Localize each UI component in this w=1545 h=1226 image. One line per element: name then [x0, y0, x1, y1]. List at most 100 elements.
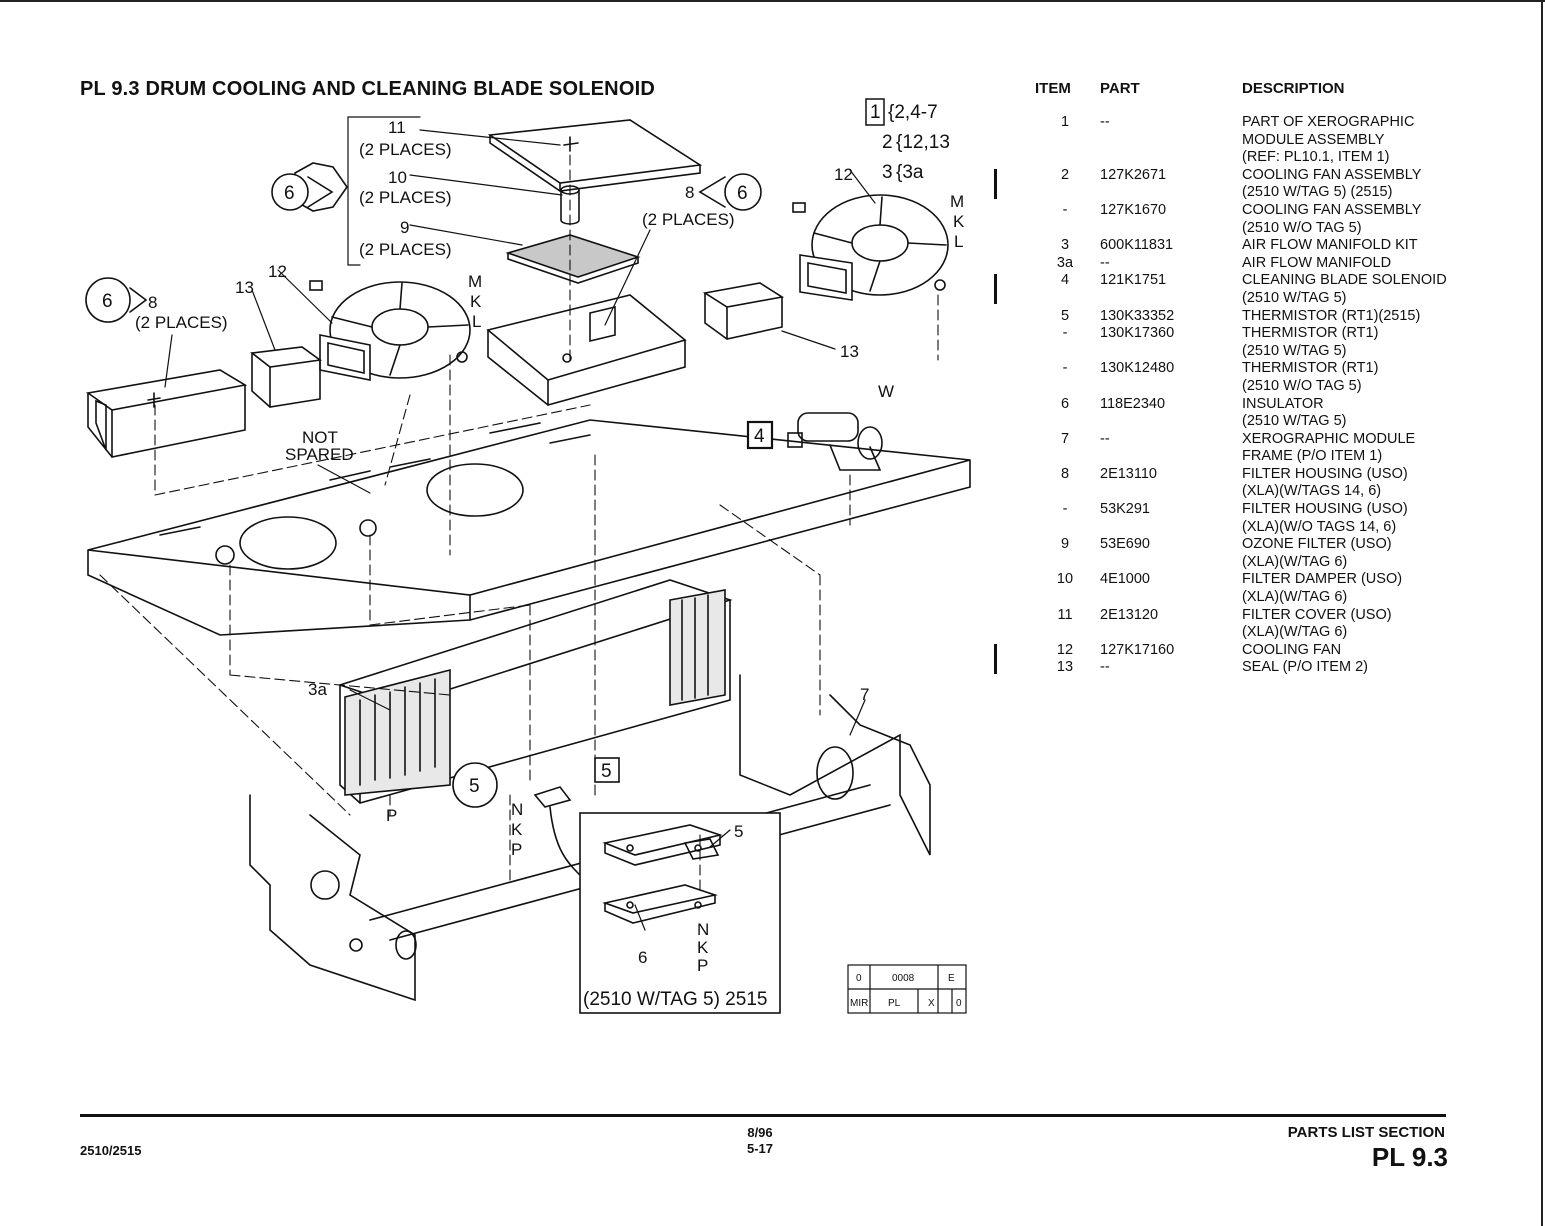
label-not: NOT: [302, 428, 338, 447]
label-8-right: 8: [685, 183, 694, 202]
air-flow-manifold-part: [337, 579, 733, 804]
page-border-right: [1541, 0, 1543, 1226]
rev-cell: E: [948, 973, 955, 984]
parts-number-cell: 127K1670: [1100, 201, 1167, 218]
description-line: COOLING FAN ASSEMBLY: [1242, 201, 1422, 218]
label-3a: 3a: [308, 680, 327, 699]
label-10-places: (2 PLACES): [359, 188, 452, 207]
parts-number-cell: --: [1100, 430, 1110, 447]
parts-item-cell: 3a: [1056, 254, 1074, 271]
parts-number-cell: 53E690: [1100, 536, 1150, 553]
parts-number-cell: 2E13120: [1100, 606, 1159, 623]
parts-number-cell: 130K12480: [1100, 360, 1175, 377]
revision-bar: [994, 274, 997, 305]
description-line: (XLA)(W/TAG 6): [1242, 589, 1348, 606]
description-line: (2510 W/TAG 5): [1242, 342, 1347, 359]
description-line: (2510 W/TAG 5) (2515): [1242, 184, 1393, 201]
parts-item-cell: 10: [1056, 571, 1074, 588]
label-12-right: 12: [834, 165, 853, 184]
parts-description-cell: COOLING FAN ASSEMBLY(2510 W/O TAG 5): [1242, 202, 1510, 237]
header-item: ITEM: [1035, 80, 1071, 97]
rev-cell: 0: [956, 998, 962, 1009]
tag-3-ref: {3a: [896, 162, 924, 183]
header-description: DESCRIPTION: [1242, 80, 1345, 97]
description-line: FRAME (P/O ITEM 1): [1242, 448, 1383, 465]
description-line: (XLA)(W/O TAGS 14, 6): [1242, 518, 1397, 535]
tag-6-a: 6: [284, 183, 295, 204]
rev-cell: MIR: [850, 998, 868, 1009]
description-line: THERMISTOR (RT1): [1242, 360, 1379, 377]
parts-table-header: ITEM PART DESCRIPTION: [1030, 80, 1510, 114]
cooling-fan-right-part: [792, 194, 949, 301]
parts-description-cell: THERMISTOR (RT1)(2515): [1242, 308, 1510, 326]
label-8-left-places: (2 PLACES): [135, 313, 228, 332]
base-plate-part: [87, 419, 971, 636]
tag-shapes: [85, 98, 885, 808]
description-line: (2510 W/TAG 5): [1242, 289, 1347, 306]
parts-number-cell: 4E1000: [1100, 571, 1150, 588]
parts-description-cell: AIR FLOW MANIFOLD KIT: [1242, 237, 1510, 255]
revision-bar: [994, 168, 997, 199]
parts-description-cell: SEAL (P/O ITEM 2): [1242, 659, 1510, 677]
label-6: 6: [638, 948, 647, 967]
footer-section: PARTS LIST SECTION: [1287, 1124, 1445, 1141]
description-line: INSULATOR: [1242, 395, 1324, 412]
parts-item-cell: -: [1062, 360, 1068, 377]
label-n-mid: N: [511, 800, 523, 819]
parts-description-cell: INSULATOR(2510 W/TAG 5): [1242, 396, 1510, 431]
parts-item-cell: 1: [1060, 114, 1070, 130]
description-line: FILTER HOUSING (USO): [1242, 501, 1408, 518]
tag-2: 2: [882, 132, 893, 153]
inset-caption: (2510 W/TAG 5) 2515: [583, 989, 767, 1010]
parts-description-cell: FILTER HOUSING (USO)(XLA)(W/TAGS 14, 6): [1242, 466, 1510, 501]
description-line: (2510 W/O TAG 5): [1242, 219, 1362, 236]
revision-box: [847, 964, 967, 1014]
parts-description-cell: COOLING FAN ASSEMBLY(2510 W/TAG 5) (2515…: [1242, 167, 1510, 202]
footer-page: 5-17: [746, 1141, 774, 1156]
parts-item-cell: -: [1062, 501, 1068, 518]
parts-item-cell: 3: [1060, 237, 1070, 254]
parts-item-cell: 2: [1060, 166, 1070, 183]
label-12-left: 12: [268, 262, 287, 281]
tag-3: 3: [882, 162, 893, 183]
parts-number-cell: 130K17360: [1100, 325, 1175, 342]
tag-5-box: 5: [601, 761, 612, 782]
seal-right-part: [702, 282, 785, 340]
seal-left-part: [249, 346, 323, 408]
rev-cell: 0008: [892, 973, 915, 984]
description-line: COOLING FAN ASSEMBLY: [1242, 166, 1422, 183]
rev-cell: X: [928, 998, 935, 1009]
cooling-fan-left-part: [309, 280, 471, 381]
description-line: OZONE FILTER (USO): [1242, 536, 1392, 553]
label-p-left: P: [386, 806, 397, 825]
label-7: 7: [860, 685, 869, 704]
description-line: FILTER HOUSING (USO): [1242, 465, 1408, 482]
parts-number-cell: 127K17160: [1100, 641, 1175, 658]
parts-description-cell: COOLING FAN: [1242, 642, 1510, 660]
tag-6-c: 6: [102, 291, 113, 312]
label-l-right: L: [954, 232, 963, 251]
leader-lines: [164, 116, 876, 931]
cleaning-blade-solenoid-part: [787, 412, 883, 471]
parts-item-cell: 11: [1057, 606, 1073, 623]
parts-number-cell: 130K33352: [1100, 307, 1175, 324]
footer-rule: [80, 1114, 1446, 1117]
parts-number-cell: --: [1100, 254, 1110, 271]
footer-date-page: 8/96 5-17: [720, 1125, 800, 1157]
label-10: 10: [388, 168, 407, 187]
filter-housing-part: [486, 294, 687, 406]
label-8-right-places: (2 PLACES): [642, 210, 735, 229]
description-line: MODULE ASSEMBLY: [1242, 131, 1385, 148]
label-w: W: [878, 382, 894, 401]
description-line: COOLING FAN: [1242, 641, 1342, 658]
